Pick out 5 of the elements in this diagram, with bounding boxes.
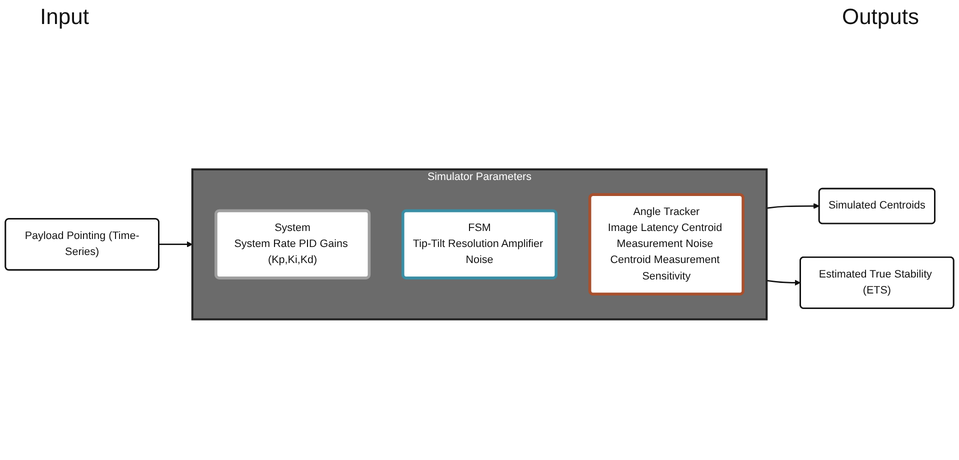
column-heading: Outputs [842, 4, 919, 31]
column-heading: Input [40, 4, 89, 31]
arrow [766, 202, 820, 209]
arrow [158, 241, 193, 247]
arrow [766, 279, 801, 286]
